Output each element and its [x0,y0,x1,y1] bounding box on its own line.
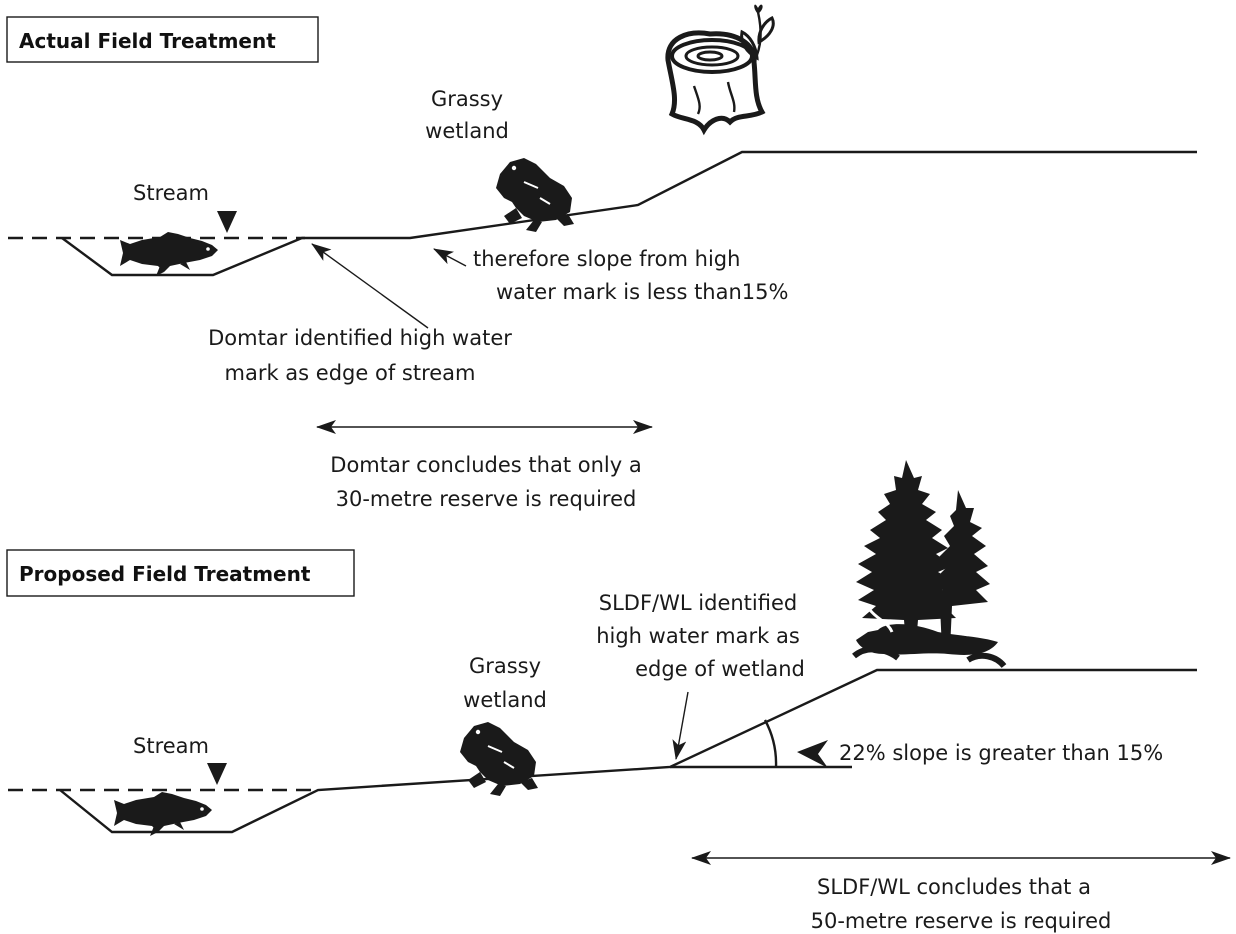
top-slope-arrow [434,249,466,266]
bottom-hwm-note-3: edge of wetland [635,657,805,681]
top-wetland-label-1: Grassy [431,87,503,111]
top-wetland-label-2: wetland [425,119,509,143]
frog-icon [496,158,574,232]
bottom-panel: Proposed Field Treatment Stream Grassy w… [7,460,1230,933]
bottom-conclusion-2: 50-metre reserve is required [811,909,1112,933]
frog-icon [460,722,538,796]
top-hwm-arrow [312,244,428,328]
top-conclusion-1: Domtar concludes that only a [330,453,641,477]
top-hwm-note-1: Domtar identified high water [208,326,512,350]
top-slope-note-1: therefore slope from high [473,247,740,271]
bottom-title: Proposed Field Treatment [19,562,311,586]
top-stream-label: Stream [133,181,209,205]
tree-stump-icon [668,5,773,130]
bottom-stream-label: Stream [133,734,209,758]
conifer-trees-icon [854,460,1004,666]
bottom-conclusion-1: SLDF/WL concludes that a [817,875,1091,899]
fish-icon [114,792,212,836]
top-slope-note-2: water mark is less than15% [496,280,788,304]
bottom-hwm-arrow [676,692,688,759]
top-title: Actual Field Treatment [19,29,276,53]
slope-angle-arc [765,720,776,767]
bottom-hwm-note-1: SLDF/WL identified [599,591,797,615]
top-stream-pointer [217,211,237,233]
bottom-wetland-label-2: wetland [463,688,547,712]
top-hwm-note-2: mark as edge of stream [225,361,476,385]
top-panel: Actual Field Treatment Stream Grassy wet… [7,5,1197,511]
bottom-stream-pointer [207,763,227,785]
bottom-slope-note: 22% slope is greater than 15% [839,741,1163,765]
bottom-slope-pointer [797,740,828,768]
top-conclusion-2: 30-metre reserve is required [336,487,637,511]
bottom-wetland-label-1: Grassy [469,654,541,678]
bottom-hwm-note-2: high water mark as [596,624,800,648]
